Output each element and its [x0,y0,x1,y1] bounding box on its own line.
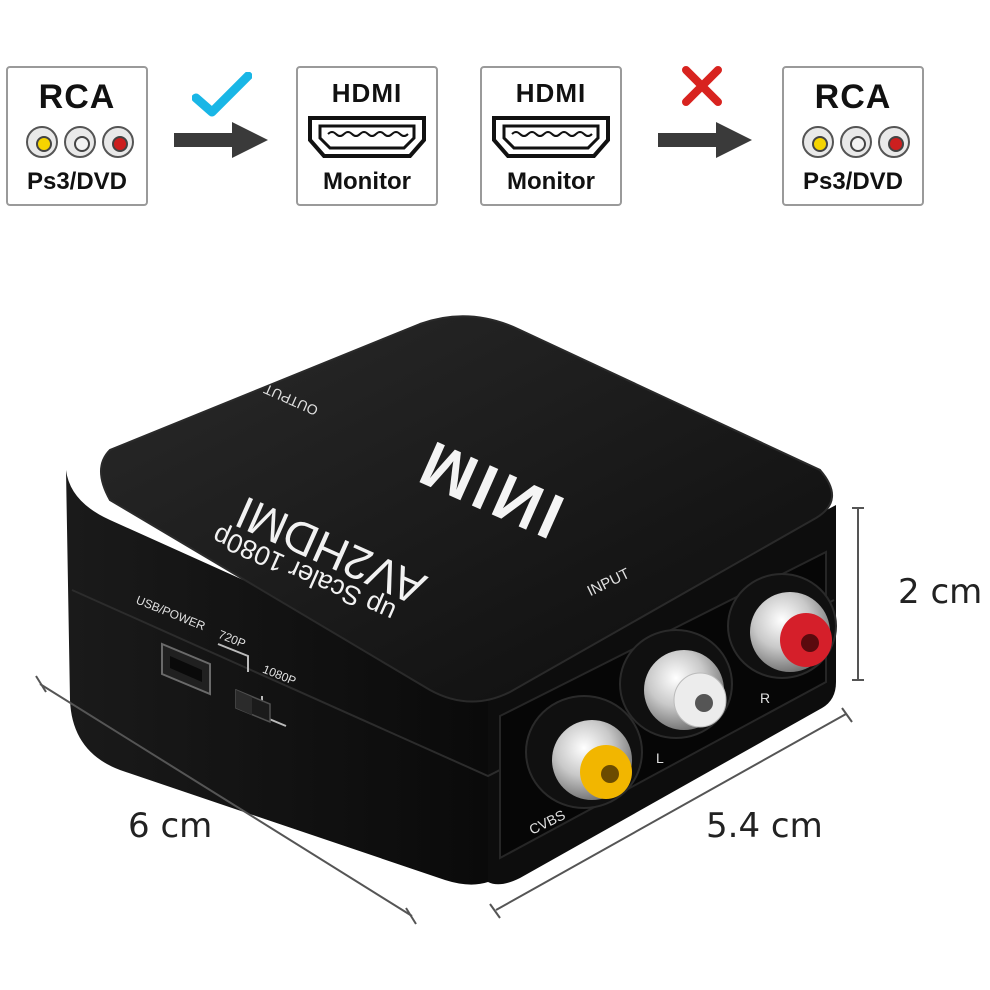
red-jack-icon [102,126,134,158]
check-icon [192,72,252,117]
hdmi-target-card: HDMI Monitor [296,66,438,206]
card-title: HDMI [515,78,587,108]
card-subtitle: Monitor [507,168,595,195]
cvbs-jack [525,695,643,809]
card-subtitle: Ps3/DVD [802,168,904,195]
left-channel-label: L [656,750,664,766]
depth-dimension-label: 5.4 cm [706,806,823,846]
yellow-jack-icon [26,126,58,158]
dimension-lines [35,507,864,925]
rca-target-card: RCA Ps3/DVD [782,66,924,206]
hdmi-source-card: HDMI Monitor [480,66,622,206]
usb-power-port [161,642,211,696]
left-audio-jack [619,629,733,739]
card-subtitle: Ps3/DVD [26,168,128,195]
red-jack-icon [878,126,910,158]
hdmi-port-icon [492,116,610,158]
arrow-right-icon [658,122,752,158]
white-jack-icon [64,126,96,158]
rca-source-card: RCA Ps3/DVD [6,66,148,206]
yellow-jack-icon [802,126,834,158]
hdmi-port-icon [308,116,426,158]
right-audio-jack [727,573,837,679]
white-jack-icon [840,126,872,158]
card-subtitle: Monitor [323,168,411,195]
rca-jacks [8,126,146,160]
height-dimension-label: 2 cm [898,572,983,612]
card-title: RCA [814,78,892,116]
width-dimension-label: 6 cm [128,806,213,846]
card-title: RCA [38,78,116,116]
resolution-switch [217,643,287,727]
arrow-right-icon [174,122,268,158]
right-channel-label: R [760,690,771,706]
card-title: HDMI [331,78,403,108]
cross-icon [682,66,722,106]
rca-jacks [784,126,922,160]
